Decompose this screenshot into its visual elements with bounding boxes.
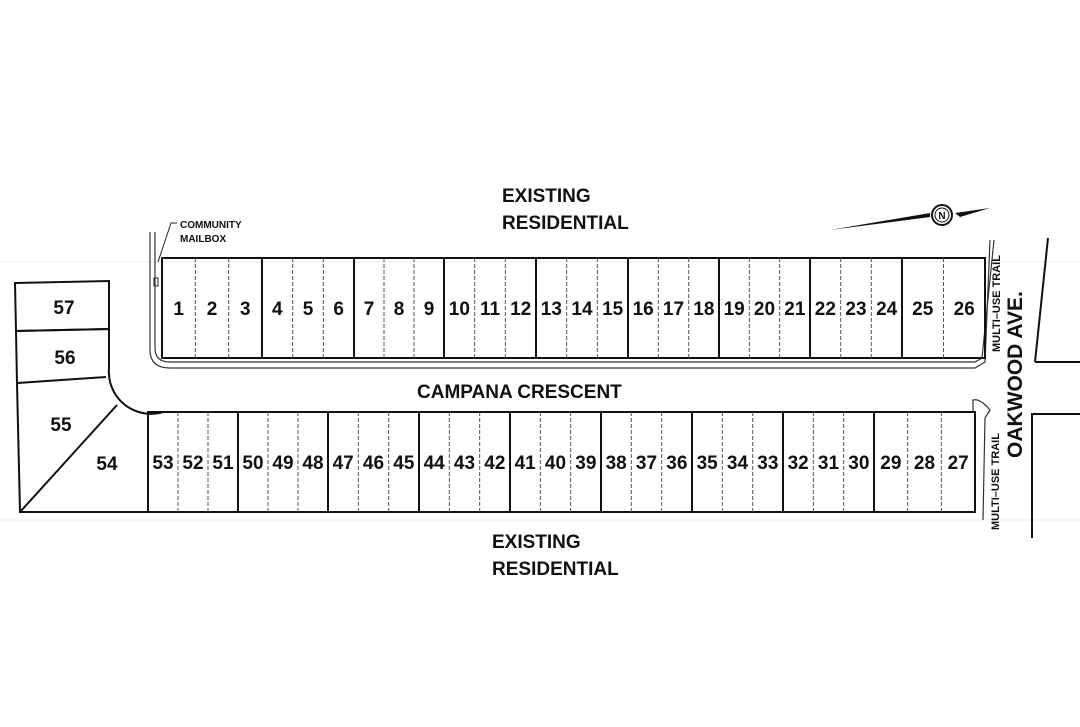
lot-47[interactable]: 47 [333,453,354,474]
mailbox-label-line1: COMMUNITY [180,220,242,231]
lot-14[interactable]: 14 [571,299,593,320]
lot-34[interactable]: 34 [727,453,749,474]
lot-48[interactable]: 48 [302,453,323,474]
lot-53[interactable]: 53 [152,453,173,474]
lot-54[interactable]: 54 [96,454,118,475]
lot-56[interactable]: 56 [54,348,75,369]
lot-57[interactable]: 57 [53,298,74,319]
lot-38[interactable]: 38 [606,453,627,474]
north-arrow-icon: N [830,204,990,230]
lot-41[interactable]: 41 [515,453,537,474]
lot-15[interactable]: 15 [602,299,624,320]
lot-30[interactable]: 30 [848,453,869,474]
lot-10[interactable]: 10 [449,299,470,320]
lot-8[interactable]: 8 [394,299,405,320]
lot-18[interactable]: 18 [693,299,714,320]
lot-5[interactable]: 5 [303,299,314,320]
lot-42[interactable]: 42 [484,453,505,474]
lot-33[interactable]: 33 [757,453,778,474]
lot-50[interactable]: 50 [242,453,263,474]
lot-31[interactable]: 31 [818,453,840,474]
lot-55[interactable]: 55 [50,415,72,436]
sidewalk-bottom [972,399,991,521]
existing-residential-bottom-line2: RESIDENTIAL [492,559,619,580]
existing-residential-bottom-line1: EXISTING [492,532,581,553]
lot-37[interactable]: 37 [636,453,657,474]
street-name-oakwood-ave: OAKWOOD AVE. [1004,291,1027,458]
lot-20[interactable]: 20 [754,299,775,320]
lot-6[interactable]: 6 [333,299,344,320]
lot-39[interactable]: 39 [575,453,596,474]
lot-1[interactable]: 1 [173,299,184,320]
lot-19[interactable]: 19 [724,299,745,320]
north-arrow-letter: N [938,211,945,222]
lot-32[interactable]: 32 [788,453,809,474]
lot-45[interactable]: 45 [393,453,415,474]
lot-51[interactable]: 51 [212,453,234,474]
sidewalk-top-inner [154,232,995,363]
mailbox-leader-line [157,222,177,263]
background-grid [0,261,1080,521]
lot-43[interactable]: 43 [454,453,475,474]
mailbox-icon [153,277,159,287]
lot-21[interactable]: 21 [784,299,806,320]
mailbox-label-line2: MAILBOX [180,234,226,245]
lot-9[interactable]: 9 [424,299,435,320]
lot-52[interactable]: 52 [182,453,203,474]
corner-lot-lines [13,279,148,513]
lot-16[interactable]: 16 [633,299,654,320]
lot-29[interactable]: 29 [880,453,901,474]
lot-11[interactable]: 11 [480,299,501,320]
lot-24[interactable]: 24 [876,299,898,320]
lot-25[interactable]: 25 [912,299,934,320]
lot-28[interactable]: 28 [914,453,935,474]
lot-17[interactable]: 17 [663,299,684,320]
lot-44[interactable]: 44 [424,453,446,474]
street-name-campana-crescent: CAMPANA CRESCENT [417,382,622,403]
lot-3[interactable]: 3 [240,299,251,320]
lot-row-outline [147,411,976,513]
multi-use-trail-label-top: MULTI–USE TRAIL [991,255,1003,352]
lot-7[interactable]: 7 [364,299,375,320]
lot-22[interactable]: 22 [815,299,836,320]
lot-40[interactable]: 40 [545,453,566,474]
lot-27[interactable]: 27 [948,453,969,474]
lot-26[interactable]: 26 [954,299,975,320]
existing-residential-top-line2: RESIDENTIAL [502,213,629,234]
lot-2[interactable]: 2 [207,299,218,320]
sidewalk-top-outer [149,232,991,369]
lot-row-outline [161,257,986,359]
multi-use-trail-label-bottom: MULTI–USE TRAIL [990,433,1002,530]
lot-35[interactable]: 35 [697,453,719,474]
lot-36[interactable]: 36 [666,453,687,474]
lot-23[interactable]: 23 [845,299,866,320]
oakwood-intersection-line-bottom [1031,413,1080,538]
lot-4[interactable]: 4 [272,299,283,320]
lot-12[interactable]: 12 [510,299,531,320]
lot-49[interactable]: 49 [272,453,293,474]
lot-46[interactable]: 46 [363,453,384,474]
existing-residential-top-line1: EXISTING [502,186,591,207]
lot-13[interactable]: 13 [541,299,562,320]
oakwood-ave-west-edge [1034,237,1049,363]
cul-de-sac [107,367,164,415]
